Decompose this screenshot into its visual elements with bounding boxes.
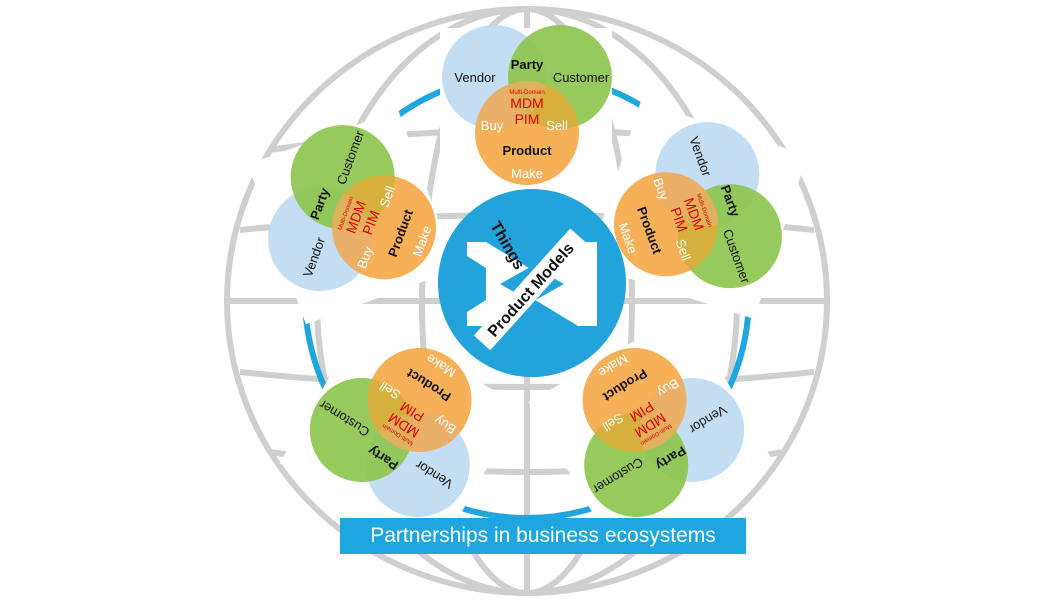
banner-text: Partnerships in business ecosystems xyxy=(370,524,716,547)
product-label: Product xyxy=(502,143,552,158)
customer-label: Customer xyxy=(553,70,610,85)
make-label: Make xyxy=(511,166,543,181)
buy-label: Buy xyxy=(650,176,672,203)
pim-label: PIM xyxy=(359,208,383,237)
party-label: Party xyxy=(511,57,544,72)
pim-label: PIM xyxy=(667,205,691,234)
sell-label: Sell xyxy=(673,237,695,263)
pim-label: PIM xyxy=(515,111,540,127)
sell-label: Sell xyxy=(376,184,398,210)
hub: Things Product Models xyxy=(438,189,626,377)
mdm-label: MDM xyxy=(510,95,543,111)
partnerships-banner: Partnerships in business ecosystems xyxy=(340,518,746,554)
sell-label: Sell xyxy=(546,118,568,133)
overlap-party-product xyxy=(508,81,579,129)
multi-domain-label: Multi-Domain xyxy=(509,90,544,96)
vendor-label: Vendor xyxy=(454,70,496,85)
buy-label: Buy xyxy=(354,244,376,271)
buy-label: Buy xyxy=(481,118,504,133)
venn-upper-right: VendorCustomerPartyMulti-DomainMDMPIMBuy… xyxy=(613,122,782,289)
overlap-vendor-product xyxy=(475,81,546,129)
